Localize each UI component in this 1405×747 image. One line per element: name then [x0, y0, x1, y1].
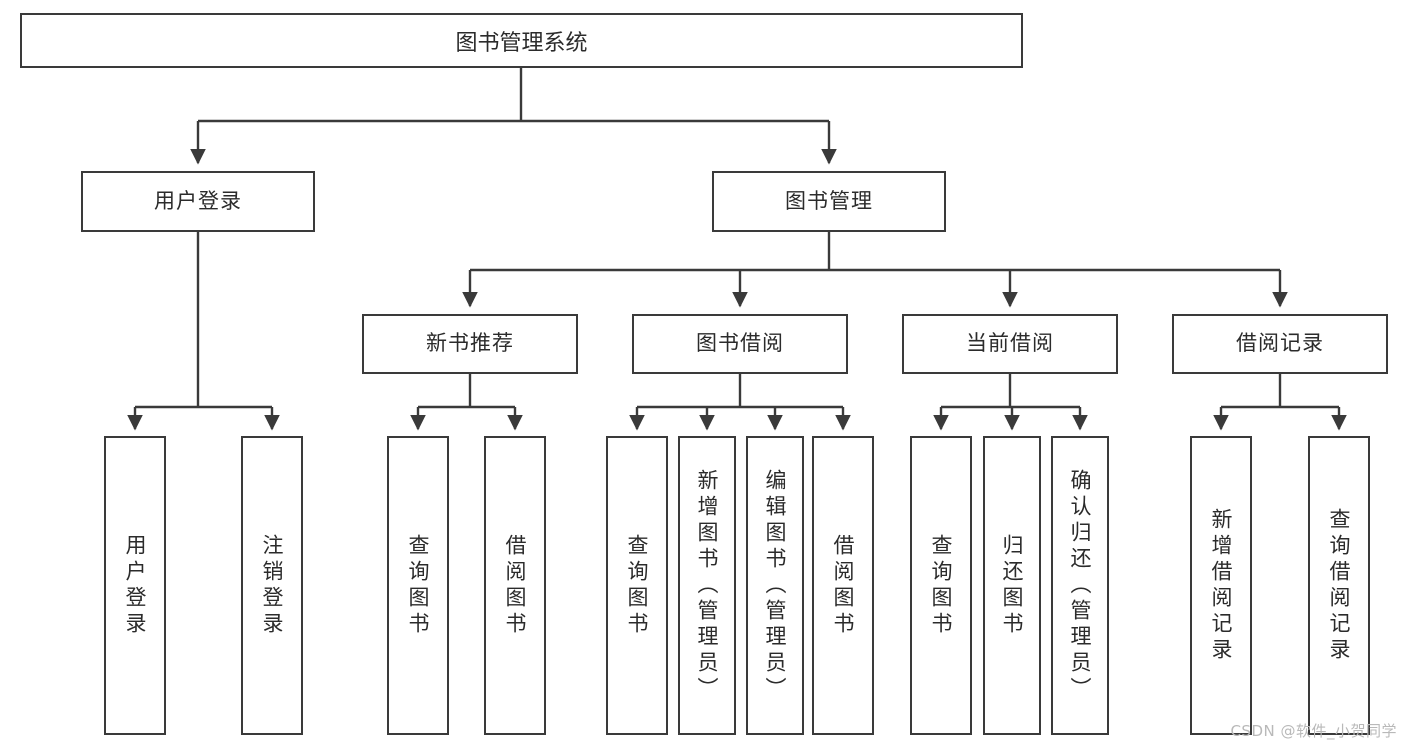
node-leaf-query-book-3-label: 查询图书 [929, 533, 954, 638]
node-leaf-edit-book-label: 编辑图书（管理员） [763, 468, 788, 703]
node-book-manage[interactable]: 图书管理 [712, 171, 946, 232]
node-leaf-add-record-label: 新增借阅记录 [1209, 507, 1234, 664]
node-leaf-query-book-2-label: 查询图书 [625, 533, 650, 638]
node-leaf-edit-book[interactable]: 编辑图书（管理员） [746, 436, 804, 735]
node-leaf-return-book-label: 归还图书 [1000, 533, 1025, 638]
node-leaf-logout-login[interactable]: 注销登录 [241, 436, 303, 735]
node-leaf-query-record-label: 查询借阅记录 [1327, 507, 1352, 664]
node-user-login-label: 用户登录 [154, 188, 242, 213]
node-book-manage-label: 图书管理 [785, 188, 873, 213]
node-current-borrow[interactable]: 当前借阅 [902, 314, 1118, 374]
node-borrow-record[interactable]: 借阅记录 [1172, 314, 1388, 374]
node-leaf-confirm-return-label: 确认归还（管理员） [1068, 468, 1093, 703]
node-leaf-query-book-1-label: 查询图书 [406, 533, 431, 638]
node-current-borrow-label: 当前借阅 [966, 331, 1054, 356]
node-leaf-confirm-return[interactable]: 确认归还（管理员） [1051, 436, 1109, 735]
watermark: CSDN @软件_小贺同学 [1230, 722, 1397, 740]
node-leaf-borrow-book-2[interactable]: 借阅图书 [812, 436, 874, 735]
node-leaf-add-book[interactable]: 新增图书（管理员） [678, 436, 736, 735]
node-leaf-add-book-label: 新增图书（管理员） [695, 468, 720, 703]
node-leaf-query-book-3[interactable]: 查询图书 [910, 436, 972, 735]
node-leaf-query-record[interactable]: 查询借阅记录 [1308, 436, 1370, 735]
node-book-borrow[interactable]: 图书借阅 [632, 314, 848, 374]
node-book-borrow-label: 图书借阅 [696, 331, 784, 356]
node-leaf-return-book[interactable]: 归还图书 [983, 436, 1041, 735]
node-leaf-borrow-book-2-label: 借阅图书 [831, 533, 856, 638]
node-root-label: 图书管理系统 [455, 30, 588, 56]
node-user-login[interactable]: 用户登录 [81, 171, 315, 232]
node-root[interactable]: 图书管理系统 [20, 13, 1023, 68]
node-leaf-query-book-1[interactable]: 查询图书 [387, 436, 449, 735]
node-borrow-record-label: 借阅记录 [1236, 331, 1324, 356]
node-leaf-add-record[interactable]: 新增借阅记录 [1190, 436, 1252, 735]
node-leaf-query-book-2[interactable]: 查询图书 [606, 436, 668, 735]
node-leaf-user-login-label: 用户登录 [123, 533, 148, 638]
node-new-book-rec-label: 新书推荐 [426, 331, 514, 356]
node-leaf-user-login[interactable]: 用户登录 [104, 436, 166, 735]
node-new-book-rec[interactable]: 新书推荐 [362, 314, 578, 374]
node-leaf-borrow-book-1[interactable]: 借阅图书 [484, 436, 546, 735]
node-leaf-logout-login-label: 注销登录 [260, 533, 285, 638]
node-leaf-borrow-book-1-label: 借阅图书 [503, 533, 528, 638]
